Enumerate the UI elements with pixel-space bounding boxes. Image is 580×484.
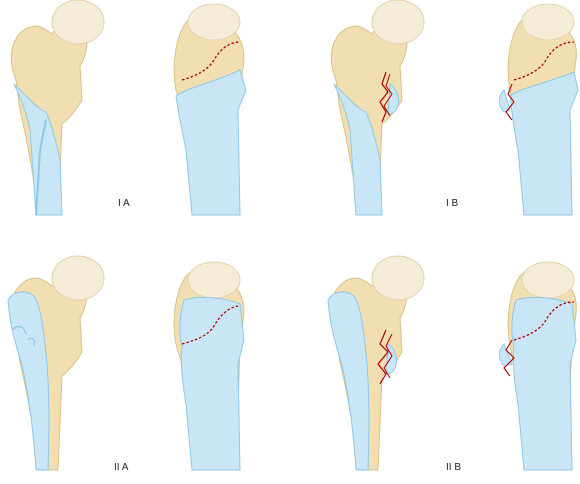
fracture-line [379, 71, 389, 123]
femoral-shaft [175, 69, 247, 216]
femoral-head [51, 0, 105, 45]
lesser-trochanter [499, 89, 511, 113]
femoral-shaft [511, 296, 577, 471]
lesser-trochanter [499, 343, 513, 367]
femoral-shaft [179, 296, 245, 471]
femur-view-lateral [10, 0, 105, 216]
panel-ia: I A [10, 0, 247, 216]
femoral-head [371, 0, 425, 45]
fracture-line [181, 305, 241, 345]
fracture-line [181, 41, 241, 81]
fracture-line [503, 339, 515, 377]
fracture-line [513, 301, 575, 341]
femur-view-frontal [173, 261, 245, 471]
femoral-head [521, 3, 575, 41]
panel-label: I B [446, 198, 459, 209]
panel-label: II A [114, 462, 129, 473]
panel-iib: II B [327, 255, 577, 473]
femur-view-frontal [499, 261, 577, 471]
panel-ib: I B [330, 0, 579, 216]
femoral-head [51, 255, 105, 301]
femur-view-lateral [330, 0, 425, 216]
lesser-trochanter [385, 343, 397, 375]
fracture-line [383, 73, 393, 117]
panel-iia: II A [7, 255, 245, 473]
panel-label: I A [118, 198, 130, 209]
femoral-head [187, 261, 241, 299]
femoral-head [521, 261, 575, 299]
femoral-shaft [327, 291, 370, 471]
femur-view-frontal [173, 3, 247, 216]
fracture-line [505, 83, 515, 121]
femoral-shaft [7, 291, 50, 471]
fracture-line [377, 329, 389, 385]
femoral-head [371, 255, 425, 301]
femoral-head [187, 3, 241, 41]
fracture-line [383, 333, 393, 379]
femur-view-lateral [327, 255, 425, 471]
femoral-shaft [509, 71, 579, 216]
panel-label: II B [446, 462, 461, 473]
femoral-shaft [13, 83, 63, 216]
femoral-shaft [333, 83, 383, 216]
femur-view-lateral [7, 255, 105, 471]
femur-view-frontal [499, 3, 579, 216]
fracture-line [513, 41, 575, 81]
